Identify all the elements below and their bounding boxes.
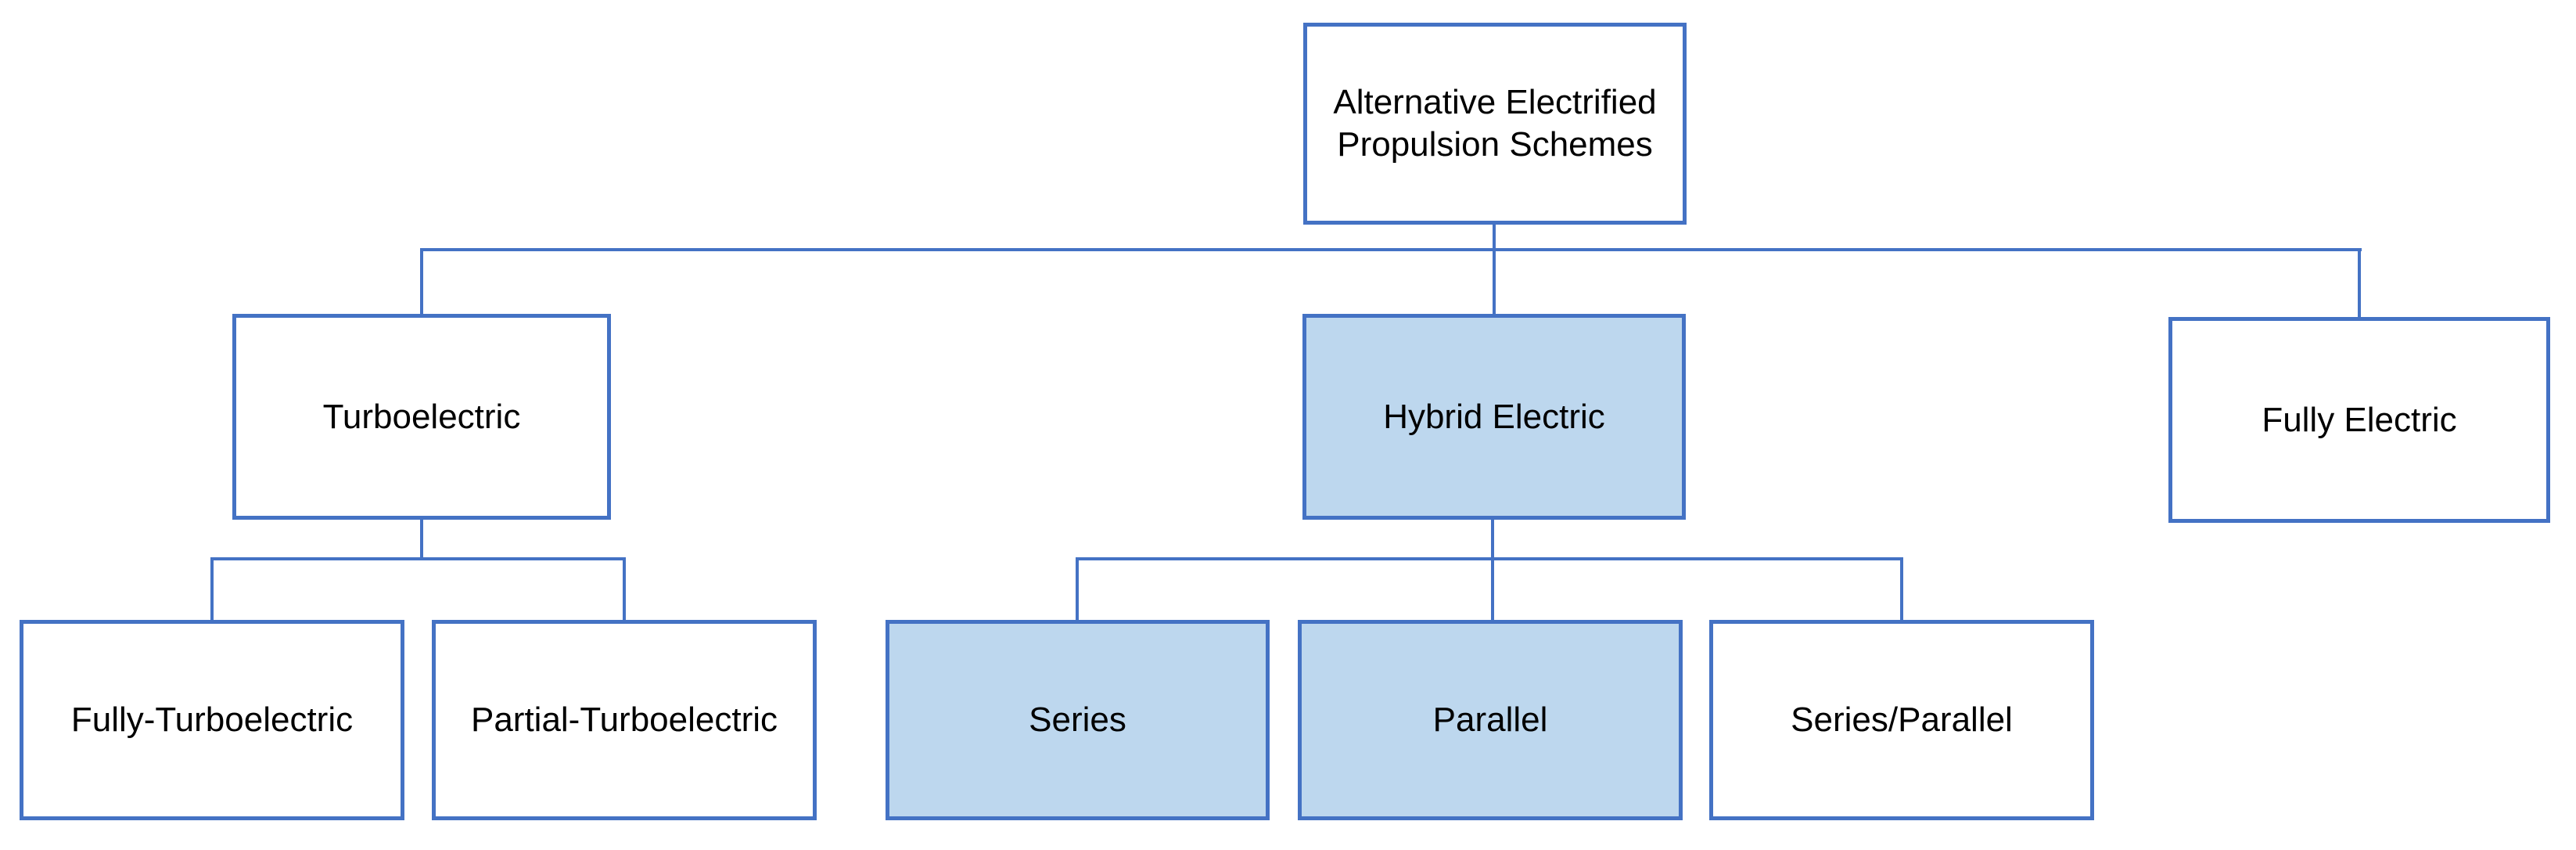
node-hybrid-electric-label: Hybrid Electric (1383, 397, 1605, 436)
connector-root-drop (1493, 224, 1496, 314)
node-root-label: Alternative Electrified Propulsion Schem… (1333, 83, 1657, 164)
node-turboelectric-label: Turboelectric (322, 397, 521, 436)
node-turboelectric: Turboelectric (232, 314, 611, 520)
node-hybrid-electric: Hybrid Electric (1302, 314, 1686, 520)
node-fully-electric: Fully Electric (2168, 317, 2550, 523)
node-root: Alternative Electrified Propulsion Schem… (1303, 23, 1687, 225)
node-series: Series (886, 620, 1270, 820)
connector-series-parallel-drop (1900, 557, 1903, 620)
connector-turboelectric-children-horizontal (210, 557, 626, 560)
node-fully-turboelectric: Fully-Turboelectric (20, 620, 404, 820)
connector-turboelectric-feed (420, 520, 423, 560)
node-fully-electric-label: Fully Electric (2262, 400, 2457, 439)
connector-hybrid-children-horizontal (1076, 557, 1903, 560)
node-partial-turboelectric: Partial-Turboelectric (432, 620, 817, 820)
node-fully-turboelectric-label: Fully-Turboelectric (70, 701, 354, 740)
node-parallel-label: Parallel (1432, 701, 1548, 740)
connector-hybrid-feed (1491, 520, 1494, 620)
connector-turboelectric-drop (420, 248, 423, 314)
node-parallel: Parallel (1298, 620, 1683, 820)
connector-fully-electric-drop (2358, 248, 2361, 317)
connector-root-children-horizontal (420, 248, 2362, 251)
node-partial-turboelectric-label: Partial-Turboelectric (470, 701, 778, 740)
connector-partial-turboelectric-drop (623, 557, 626, 620)
node-series-label: Series (1029, 701, 1126, 740)
node-series-parallel-label: Series/Parallel (1791, 701, 2013, 740)
connector-fully-turboelectric-drop (210, 557, 214, 620)
node-series-parallel: Series/Parallel (1709, 620, 2094, 820)
connector-series-drop (1076, 557, 1079, 620)
